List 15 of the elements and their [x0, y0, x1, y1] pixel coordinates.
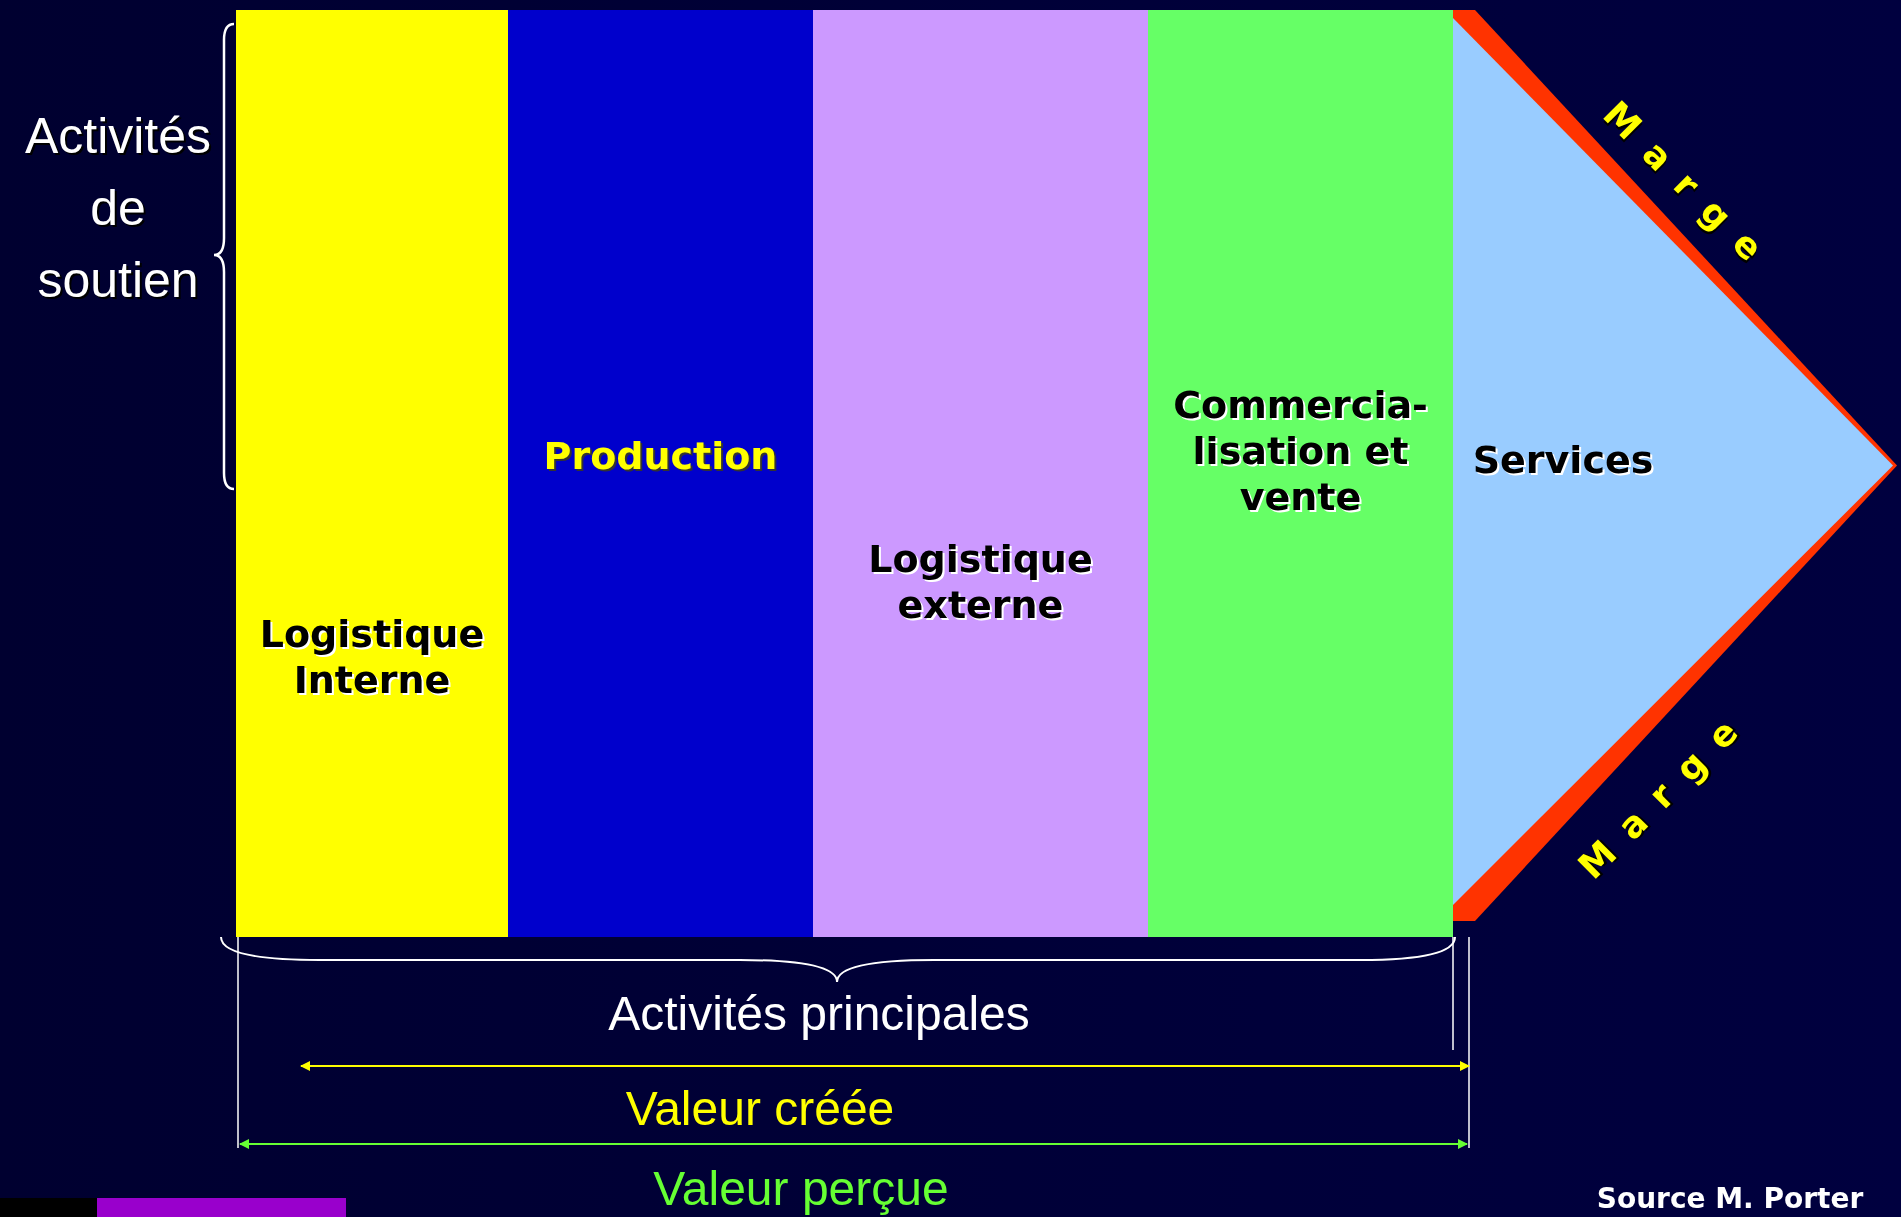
activity-column	[236, 10, 508, 937]
margin-arrow	[1453, 10, 1899, 921]
activity-label: Logistique externe	[867, 536, 1094, 628]
activity-label: Services	[1471, 437, 1655, 483]
activity-column	[813, 10, 1148, 937]
activity-label: Production	[542, 433, 779, 479]
dimension-label: Valeur créée	[625, 1080, 895, 1136]
group-label: Activités principales	[608, 985, 1030, 1041]
activity-label: Logistique Interne	[258, 611, 486, 703]
activity-label: Commercia- lisation et vente	[1172, 382, 1429, 520]
activity-column	[508, 10, 813, 937]
source-note: Source M. Porter	[1596, 1181, 1864, 1215]
dimension-label: Valeur perçue	[653, 1160, 949, 1216]
activity-column	[1148, 10, 1453, 937]
group-label: Activités de soutien	[23, 107, 213, 310]
